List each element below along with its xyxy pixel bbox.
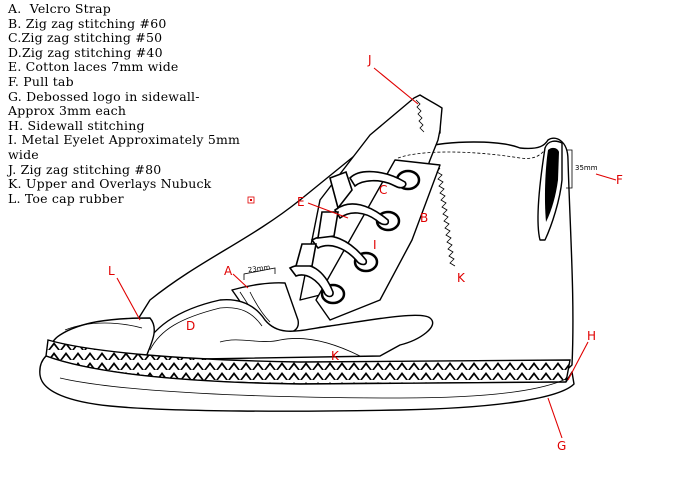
front-overlay-lobe — [219, 338, 361, 357]
lace-cross — [294, 243, 317, 267]
callout-c: C — [379, 183, 387, 197]
callout-a: A — [224, 264, 233, 278]
spec-legend: A. Velcro Strap B. Zig zag stitching #60… — [8, 1, 258, 206]
pull-tab-dimension-label: 35mm — [575, 164, 598, 172]
lace-segment — [288, 263, 334, 298]
laces — [288, 170, 407, 298]
leader-g — [547, 397, 563, 439]
leader-l — [116, 277, 141, 321]
legend-item-f: F. Pull tab — [8, 73, 74, 89]
legend-item-d: D.Zig zag stitching #40 — [8, 44, 163, 60]
callout-b: B — [420, 211, 428, 225]
leader-h — [567, 341, 589, 381]
leader-j — [373, 67, 419, 105]
pull-tab-loop — [544, 147, 559, 222]
lace-segment — [310, 235, 368, 266]
legend-item-k: K. Upper and Overlays Nubuck — [8, 176, 212, 192]
pull-tab-dimension-bracket — [566, 149, 573, 189]
eyestay-panel — [315, 159, 441, 321]
front-overlay — [139, 298, 434, 361]
lace-cross — [329, 170, 353, 210]
callout-i: I — [373, 238, 377, 252]
leader-f — [595, 173, 617, 181]
lace-segment — [333, 203, 390, 226]
callout-d: D — [186, 319, 195, 333]
legend-item-l: L. Toe cap rubber — [8, 190, 124, 206]
legend-item-g: G. Debossed logo in sidewall- Approx 3mm… — [8, 88, 200, 119]
front-overlay-stitch — [149, 307, 263, 351]
leader-a — [232, 273, 249, 289]
strap-dimension-label: 23mm — [247, 263, 271, 274]
callout-f: F — [616, 173, 623, 187]
collar-stitch — [397, 149, 546, 159]
callout-k-overlay: K — [331, 349, 340, 363]
legend-item-e: E. Cotton laces 7mm wide — [8, 59, 179, 75]
callout-l: L — [108, 264, 115, 278]
lace-segment — [348, 170, 407, 189]
strap-dimension-bracket — [243, 267, 276, 280]
sidewall-stitch — [59, 377, 569, 399]
legend-item-h: H. Sidewall stitching — [8, 117, 145, 133]
callout-g: G — [557, 439, 566, 453]
callout-j: J — [367, 53, 372, 67]
legend-item-j: J. Zig zag stitching #80 — [8, 161, 162, 177]
marker-square-icon — [247, 196, 255, 204]
legend-item-a: A. Velcro Strap — [8, 1, 111, 16]
lace-cross — [317, 211, 339, 239]
legend-item-b: B. Zig zag stitching #60 — [8, 15, 167, 31]
legend-item-c: C.Zig zag stitching #50 — [8, 30, 163, 46]
legend-item-i: I. Metal Eyelet Approximately 5mm wide — [8, 132, 241, 162]
callout-k-upper: K — [457, 271, 466, 285]
toe-cap-line — [64, 322, 143, 331]
callout-h: H — [587, 329, 596, 343]
leader-e — [307, 202, 349, 219]
marker-square-dot — [250, 199, 252, 201]
tongue-zigzag-stitch — [415, 99, 425, 133]
callout-e: E — [297, 195, 305, 209]
eyestay-zigzag-stitch — [436, 167, 456, 267]
